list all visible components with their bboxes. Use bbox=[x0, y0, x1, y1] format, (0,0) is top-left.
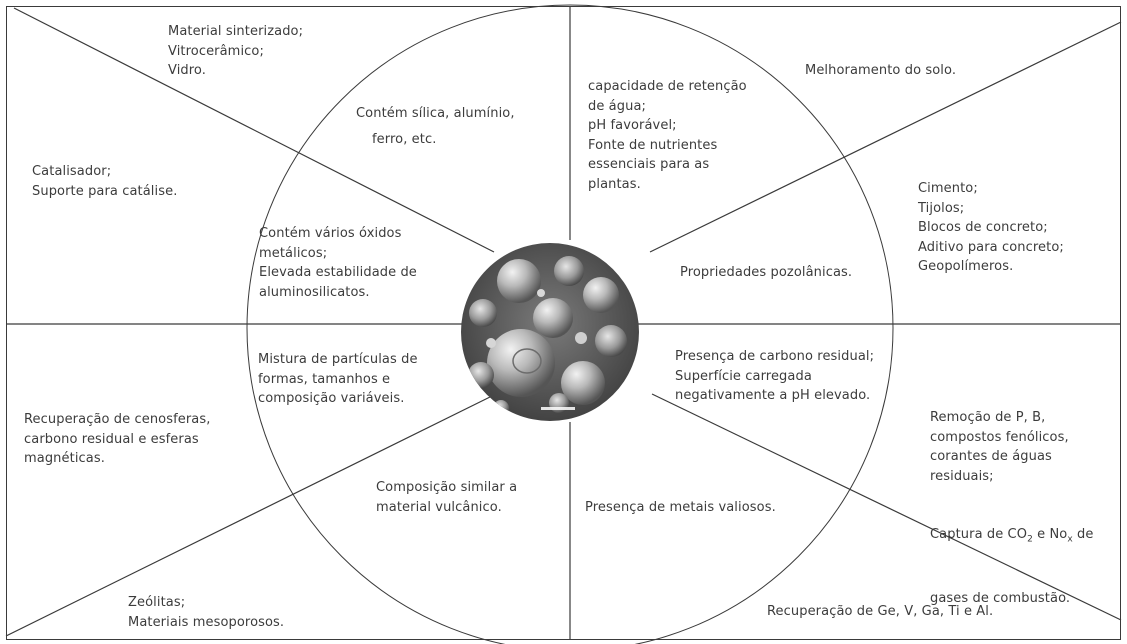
label-water-retention: capacidade de retenção de água; pH favor… bbox=[588, 79, 747, 192]
label-pozzolanic-properties: Propriedades pozolânicas. bbox=[680, 265, 853, 280]
divider-diagonal-bottom-left bbox=[5, 395, 493, 637]
sem-micrograph-image bbox=[461, 243, 639, 421]
label-particle-mixture: Mistura de partículas de formas, tamanho… bbox=[258, 352, 418, 406]
label-iron-etc: ferro, etc. bbox=[372, 132, 437, 147]
label-soil-improvement: Melhoramento do solo. bbox=[805, 63, 957, 78]
nox-prefix: e No bbox=[1032, 527, 1068, 542]
divider-diagonal-top-left bbox=[13, 7, 495, 253]
co2-capture-prefix: Captura de CO bbox=[930, 527, 1028, 542]
label-metal-recovery: Recuperação de Ge, V, Ga, Ti e Al. bbox=[767, 604, 994, 619]
label-contains-silica: Contém sílica, alumínio, bbox=[356, 106, 515, 121]
label-volcanic-composition: Composição similar a material vulcânico. bbox=[376, 480, 518, 515]
outer-border bbox=[6, 6, 1121, 640]
label-combustion-gases: gases de combustão. bbox=[930, 591, 1071, 607]
label-sintered-material: Material sinterizado; Vitrocerâmico; Vid… bbox=[168, 24, 304, 78]
nox-subscript: x bbox=[1067, 534, 1073, 545]
divider-diagonal-bottom-right bbox=[651, 393, 1122, 621]
divider-diagonal-top-right bbox=[649, 21, 1122, 253]
label-valuable-metals: Presença de metais valiosos. bbox=[585, 500, 776, 515]
label-co2-capture: Captura de CO2 e Nox de bbox=[930, 525, 1093, 550]
label-catalyst: Catalisador; Suporte para catálise. bbox=[32, 164, 178, 199]
label-metal-oxides: Contém vários óxidos metálicos; Elevada … bbox=[259, 226, 417, 300]
co2-capture-suffix: de bbox=[1072, 527, 1094, 542]
outer-circle bbox=[246, 4, 894, 644]
co2-subscript: 2 bbox=[1027, 534, 1033, 545]
label-adsorbent-removal: Remoção de P, B, compostos fenólicos, co… bbox=[930, 369, 1093, 644]
label-residual-carbon: Presença de carbono residual; Superfície… bbox=[675, 349, 875, 403]
label-removal-text: Remoção de P, B, compostos fenólicos, co… bbox=[930, 410, 1069, 484]
label-cenosphere-recovery: Recuperação de cenosferas, carbono resid… bbox=[24, 412, 211, 466]
label-construction-materials: Cimento; Tijolos; Blocos de concreto; Ad… bbox=[918, 181, 1064, 274]
label-zeolites: Zeólitas; Materiais mesoporosos. bbox=[128, 595, 285, 630]
